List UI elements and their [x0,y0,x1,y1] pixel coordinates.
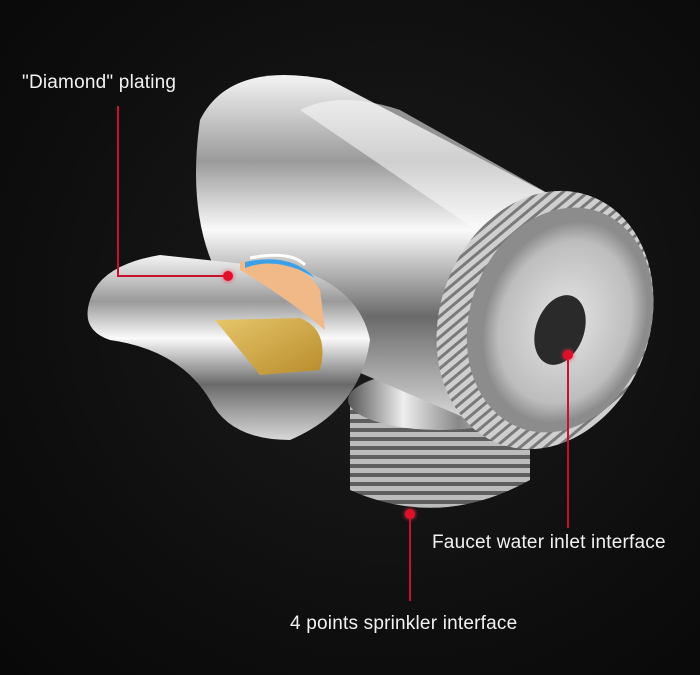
marker-dot [563,350,573,360]
leader-line [117,106,119,276]
marker-dot [223,271,233,281]
leader-line [567,360,569,528]
leader-line [409,519,411,601]
annotation-faucet-inlet: Faucet water inlet interface [432,532,666,553]
leader-line [117,275,227,277]
annotation-diamond-plating: "Diamond" plating [22,72,177,93]
marker-dot [405,509,415,519]
annotation-sprinkler: 4 points sprinkler interface [290,613,518,634]
